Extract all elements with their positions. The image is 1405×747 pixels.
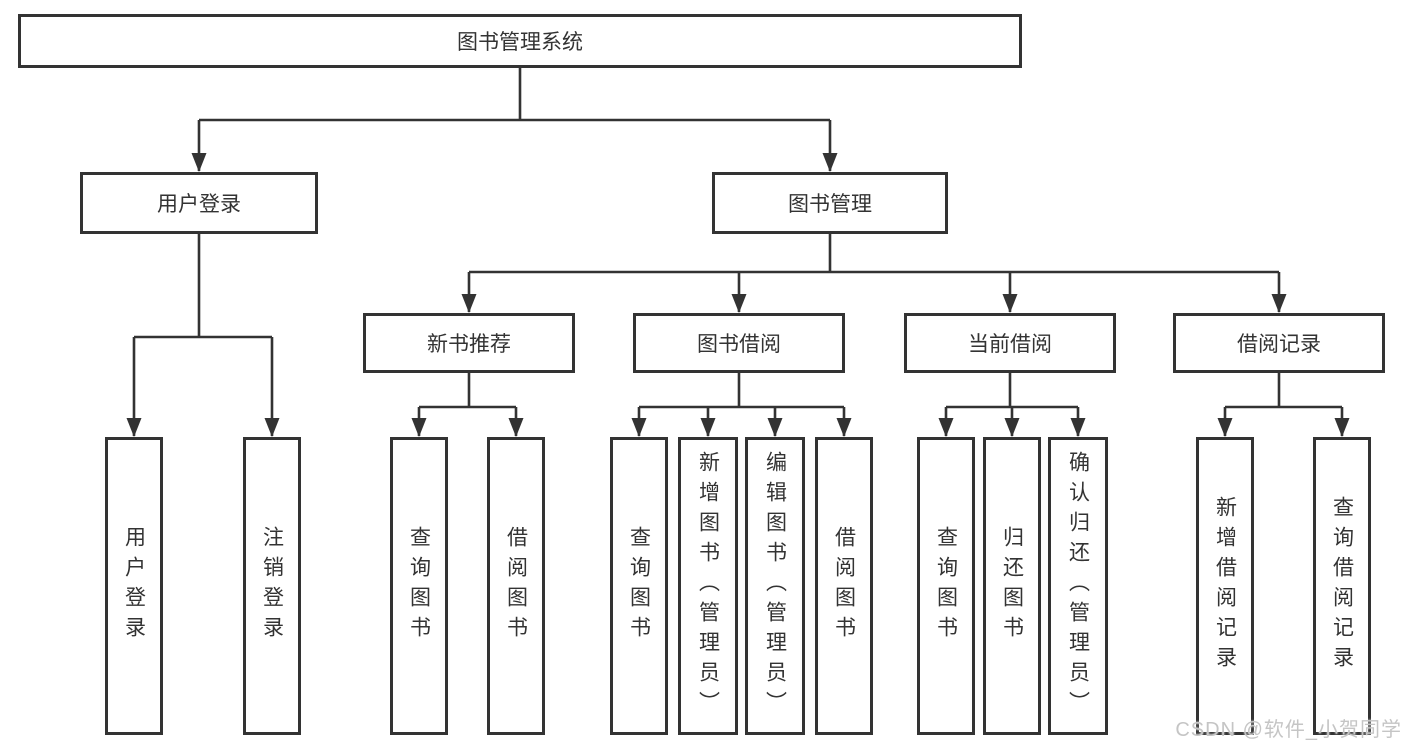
node-current-borrowing: 当前借阅 bbox=[904, 313, 1116, 373]
leaf-label: 新增图书（管理员） bbox=[696, 451, 720, 721]
node-user-login-module: 用户登录 bbox=[80, 172, 318, 234]
leaf-return-book: 归还图书 bbox=[983, 437, 1041, 735]
leaf-user-login: 用户登录 bbox=[105, 437, 163, 735]
node-label: 图书管理 bbox=[788, 193, 872, 216]
leaf-label: 注销登录 bbox=[260, 526, 284, 646]
node-label: 新书推荐 bbox=[427, 333, 511, 356]
leaf-label: 查询借阅记录 bbox=[1330, 496, 1354, 676]
leaf-logout: 注销登录 bbox=[243, 437, 301, 735]
leaf-add-borrow-record: 新增借阅记录 bbox=[1196, 437, 1254, 735]
csdn-watermark: CSDN @软件_小贺同学 bbox=[1175, 719, 1402, 741]
leaf-add-book-admin: 新增图书（管理员） bbox=[678, 437, 738, 735]
leaf-label: 归还图书 bbox=[1000, 526, 1024, 646]
leaf-label: 用户登录 bbox=[122, 526, 146, 646]
node-label: 借阅记录 bbox=[1237, 333, 1321, 356]
node-label: 当前借阅 bbox=[968, 333, 1052, 356]
node-book-management-module: 图书管理 bbox=[712, 172, 948, 234]
leaf-borrow-books-recommend: 借阅图书 bbox=[487, 437, 545, 735]
leaf-label: 借阅图书 bbox=[832, 526, 856, 646]
leaf-query-books-borrow: 查询图书 bbox=[610, 437, 668, 735]
leaf-label: 编辑图书（管理员） bbox=[763, 451, 787, 721]
node-root-label: 图书管理系统 bbox=[457, 31, 583, 54]
leaf-label: 新增借阅记录 bbox=[1213, 496, 1237, 676]
node-label: 图书借阅 bbox=[697, 333, 781, 356]
leaf-confirm-return-admin: 确认归还（管理员） bbox=[1048, 437, 1108, 735]
leaf-label: 确认归还（管理员） bbox=[1066, 451, 1090, 721]
leaf-edit-book-admin: 编辑图书（管理员） bbox=[745, 437, 805, 735]
node-new-book-recommend: 新书推荐 bbox=[363, 313, 575, 373]
leaf-label: 查询图书 bbox=[627, 526, 651, 646]
leaf-query-books-current: 查询图书 bbox=[917, 437, 975, 735]
node-borrowing-records: 借阅记录 bbox=[1173, 313, 1385, 373]
leaf-label: 查询图书 bbox=[934, 526, 958, 646]
node-root: 图书管理系统 bbox=[18, 14, 1022, 68]
leaf-label: 查询图书 bbox=[407, 526, 431, 646]
node-book-borrowing: 图书借阅 bbox=[633, 313, 845, 373]
leaf-borrow-books: 借阅图书 bbox=[815, 437, 873, 735]
leaf-label: 借阅图书 bbox=[504, 526, 528, 646]
leaf-query-books-recommend: 查询图书 bbox=[390, 437, 448, 735]
leaf-query-borrow-record: 查询借阅记录 bbox=[1313, 437, 1371, 735]
node-label: 用户登录 bbox=[157, 193, 241, 216]
